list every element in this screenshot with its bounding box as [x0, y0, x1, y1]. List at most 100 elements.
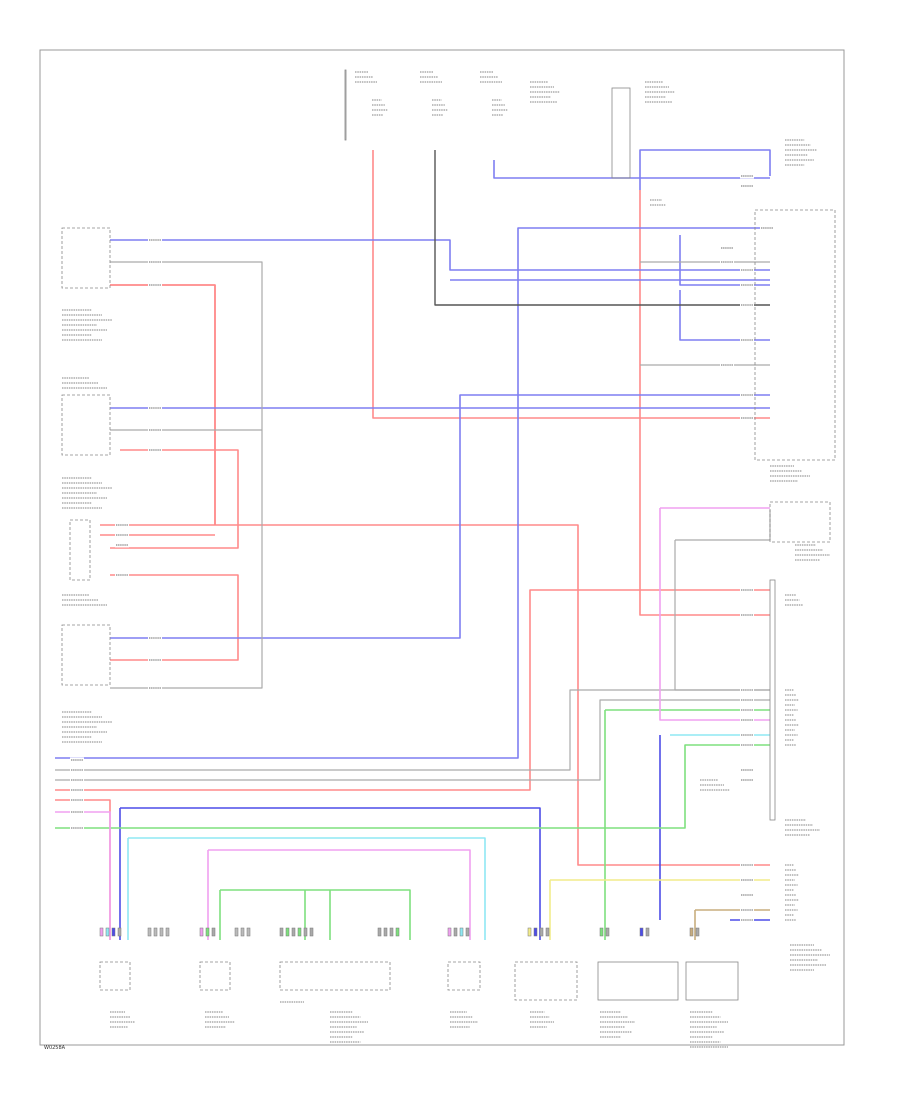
wire-tag-36: [740, 877, 754, 883]
relay-label-2: [785, 819, 820, 836]
wire-red-3: [110, 449, 239, 549]
wire-tag-41: [70, 767, 84, 773]
wire-blue-12: [110, 394, 770, 639]
bottom-conn-8: [527, 927, 550, 937]
wire-tag-13: [740, 173, 754, 179]
wire-tag-34: [740, 777, 754, 783]
bottom-conn-5: [279, 927, 314, 937]
wire-red-1: [110, 284, 216, 525]
wire-blue-14: [639, 149, 771, 190]
bottom-conn-6: [377, 927, 400, 937]
bottom-module-3: [685, 961, 739, 1001]
wire-tag-3: [148, 405, 162, 411]
wire-blue-17: [679, 290, 770, 341]
wire-tag-8: [115, 542, 129, 548]
wire-tag-6: [115, 522, 129, 528]
fuse-block-1: [344, 69, 347, 141]
wire-tag-23: [740, 392, 754, 398]
right-pin-labels-3: [785, 864, 799, 921]
wire-light_blue-44: [128, 837, 486, 940]
wire-gray-24: [110, 261, 263, 689]
diagram-code: W0258A: [44, 1045, 66, 1051]
components: [61, 69, 836, 1048]
wire-tag-12: [148, 685, 162, 691]
wire-tag-42: [70, 777, 84, 783]
bottom-label-7: [600, 1011, 635, 1038]
wire-tag-20: [740, 302, 754, 308]
wire-red-7: [55, 589, 770, 791]
bottom-comp-4: [279, 961, 391, 991]
wire-green-35: [220, 889, 411, 940]
relay-label: [795, 544, 830, 561]
sensor-label-3: [62, 477, 112, 509]
wire-dark_blue-19: [120, 807, 541, 940]
wire-tag-11: [148, 657, 162, 663]
wire-green-32: [55, 744, 770, 829]
wire-tag-16: [720, 245, 734, 251]
wire-tag-44: [70, 797, 84, 803]
wire-black-23: [434, 150, 770, 306]
fuse-label-2: [420, 71, 442, 83]
bottom-conn-1: [99, 927, 122, 937]
wire-tag-29: [740, 707, 754, 713]
bottom-comp-3: [447, 961, 481, 991]
wire-red-4: [100, 524, 770, 866]
sensor-label-4: [62, 594, 107, 606]
wire-tag-1: [148, 259, 162, 265]
wire-tag-45: [70, 809, 84, 815]
bottom-conn-9: [599, 927, 610, 937]
wire-tag-15: [760, 225, 774, 231]
bottom-comp-2: [199, 961, 231, 991]
wire-tag-21: [740, 337, 754, 343]
wire-tag-25: [740, 587, 754, 593]
wire-blue-13: [55, 227, 770, 759]
pin-column-right: [769, 579, 776, 821]
wire-tag-26: [740, 612, 754, 618]
bottom-label-8: [690, 1011, 728, 1048]
bottom-conn-10: [639, 927, 650, 937]
top-right-label: [785, 139, 817, 166]
fuse-label-3: [480, 71, 502, 83]
wire-red-8: [639, 190, 770, 616]
wire-red-0: [372, 150, 770, 419]
sensor-box-3: [61, 624, 111, 686]
wire-tag-35: [740, 862, 754, 868]
wire-tag-19: [740, 282, 754, 288]
ecm-label: [790, 944, 830, 971]
mid-label: [700, 779, 730, 791]
wire-tag-10: [148, 635, 162, 641]
wire-tag-37: [740, 892, 754, 898]
relay-top: [611, 87, 631, 179]
sensor-label-2: [62, 377, 107, 389]
right-pin-labels-2: [785, 689, 799, 746]
sensor-box-1: [61, 227, 111, 289]
wire-tag-0: [148, 237, 162, 243]
wire-tag-39: [740, 917, 754, 923]
small-label-right: [650, 199, 666, 206]
wire-pink-42: [208, 849, 471, 940]
control-switch-label: [770, 465, 810, 482]
bottom-label-1: [110, 1011, 135, 1028]
fuse-desc-3: [492, 99, 508, 116]
wire-gray-29: [55, 689, 770, 771]
wire-tag-9: [115, 572, 129, 578]
wire-tag-14: [740, 183, 754, 189]
wire-tag-18: [740, 267, 754, 273]
fuse-desc-1: [372, 99, 388, 116]
fuse-label-1: [355, 71, 377, 83]
bottom-conn-3: [199, 927, 216, 937]
wire-red-2: [110, 284, 216, 525]
wire-tag-38: [740, 907, 754, 913]
bottom-conn-2: [147, 927, 170, 937]
bottom-module-2: [597, 961, 679, 1001]
fuse-desc-2: [432, 99, 448, 116]
bottom-label-5: [450, 1011, 478, 1028]
wire-red-9: [55, 799, 111, 940]
wire-pink-41: [659, 508, 770, 721]
diagram-border: [39, 49, 845, 1046]
wire-pink-39: [55, 811, 111, 940]
wire-tag-5: [148, 447, 162, 453]
bottom-conn-7: [447, 927, 470, 937]
sensor-label-1: [62, 309, 112, 341]
